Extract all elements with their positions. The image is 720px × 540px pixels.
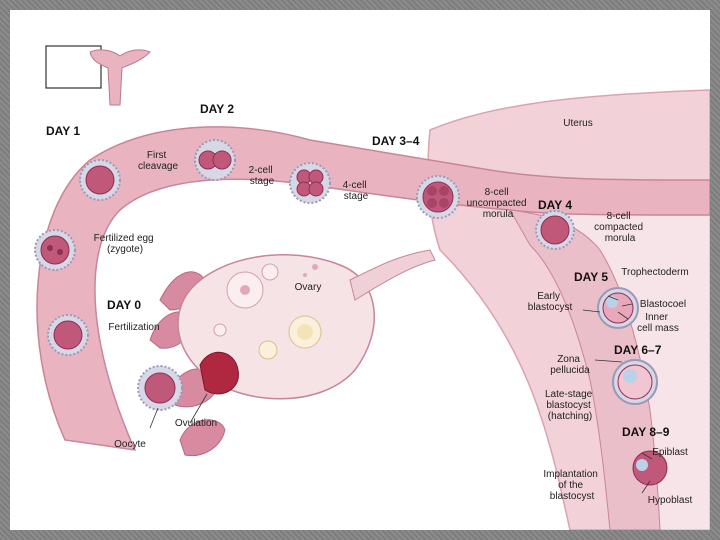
ruptured-follicle (199, 351, 239, 395)
label-late-blastocyst: Late-stage blastocyst (hatching) (545, 389, 595, 422)
four-cell-embryo (289, 162, 331, 204)
label-first-cleavage: First cleavage (138, 150, 178, 172)
pointer-lines (149, 295, 653, 494)
uterus-inset-icon (45, 45, 151, 106)
label-trophectoderm: Trophectoderm (621, 267, 688, 278)
ovarian-ligament (349, 249, 436, 301)
label-fertilization: Fertilization (108, 322, 159, 333)
oocyte-cell (137, 365, 183, 411)
compacted-morula (535, 210, 575, 250)
zygote-cell (34, 229, 76, 271)
diagram-panel: DAY 1 DAY 2 DAY 3–4 DAY 4 DAY 5 DAY 0 DA… (10, 10, 710, 530)
label-oocyte: Oocyte (114, 439, 146, 450)
embryo-development-diagram: DAY 1 DAY 2 DAY 3–4 DAY 4 DAY 5 DAY 0 DA… (34, 45, 710, 530)
label-ovulation: Ovulation (175, 418, 217, 429)
label-eight-cell-compacted: 8-cell compacted morula (594, 211, 646, 244)
two-cell-embryo (194, 139, 236, 181)
label-day2: DAY 2 (200, 102, 234, 116)
label-blastocoel: Blastocoel (640, 299, 686, 310)
label-implantation: Implantation of the blastocyst (543, 469, 600, 502)
label-day34: DAY 3–4 (372, 134, 420, 148)
label-day4: DAY 4 (538, 198, 572, 212)
label-zona-pellucida: Zona pellucida (550, 354, 590, 376)
label-fertilized-egg: Fertilized egg (zygote) (94, 233, 157, 255)
label-day89: DAY 8–9 (622, 425, 670, 439)
label-day0: DAY 0 (107, 298, 141, 312)
label-day1: DAY 1 (46, 124, 80, 138)
label-inner-cell-mass: Inner cell mass (637, 312, 679, 334)
fallopian-tube (36, 126, 710, 451)
label-day67: DAY 6–7 (614, 343, 662, 357)
label-early-blastocyst: Early blastocyst (528, 291, 573, 313)
label-ovary: Ovary (295, 282, 322, 293)
label-hypoblast: Hypoblast (648, 495, 693, 506)
eight-cell-uncompacted (416, 175, 460, 219)
label-two-cell-stage: 2-cell stage (249, 165, 276, 187)
fertilization-cell (47, 314, 89, 356)
day1-cell (79, 159, 121, 201)
implanting-blastocyst (632, 450, 668, 486)
label-uterus: Uterus (563, 118, 592, 129)
label-epiblast: Epiblast (652, 447, 688, 458)
uterine-channel (509, 209, 661, 530)
early-blastocyst (597, 287, 639, 329)
label-four-cell-stage: 4-cell stage (343, 180, 370, 202)
late-blastocyst (612, 359, 658, 405)
ovary-follicles (213, 263, 322, 360)
embryo-stages (34, 139, 668, 486)
label-day5: DAY 5 (574, 270, 608, 284)
label-eight-cell-uncompacted: 8-cell uncompacted morula (467, 187, 530, 220)
